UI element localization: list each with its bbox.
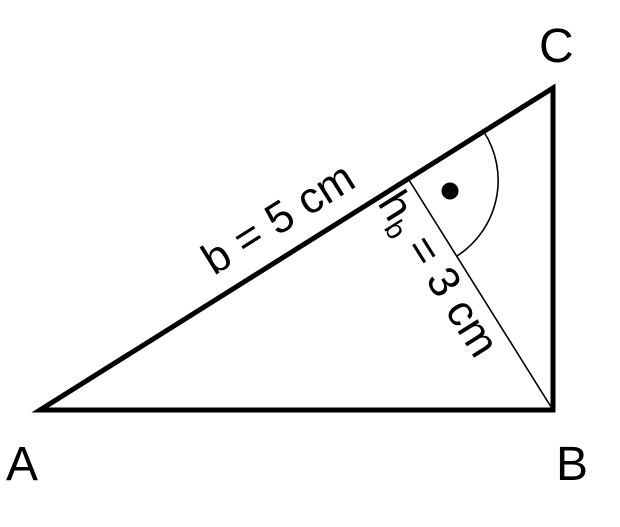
vertex-b-label: B [556, 438, 588, 491]
triangle-abc [31, 83, 556, 413]
right-angle-arc [456, 131, 499, 257]
vertex-c-label: C [539, 20, 574, 73]
vertex-a-label: A [6, 438, 38, 491]
right-angle-dot [441, 182, 459, 200]
height-b-label: hb = 3 cm [365, 182, 509, 367]
side-b-label: b = 5 cm [193, 153, 363, 285]
height-value: = 3 cm [390, 216, 509, 365]
height-line [408, 179, 554, 411]
